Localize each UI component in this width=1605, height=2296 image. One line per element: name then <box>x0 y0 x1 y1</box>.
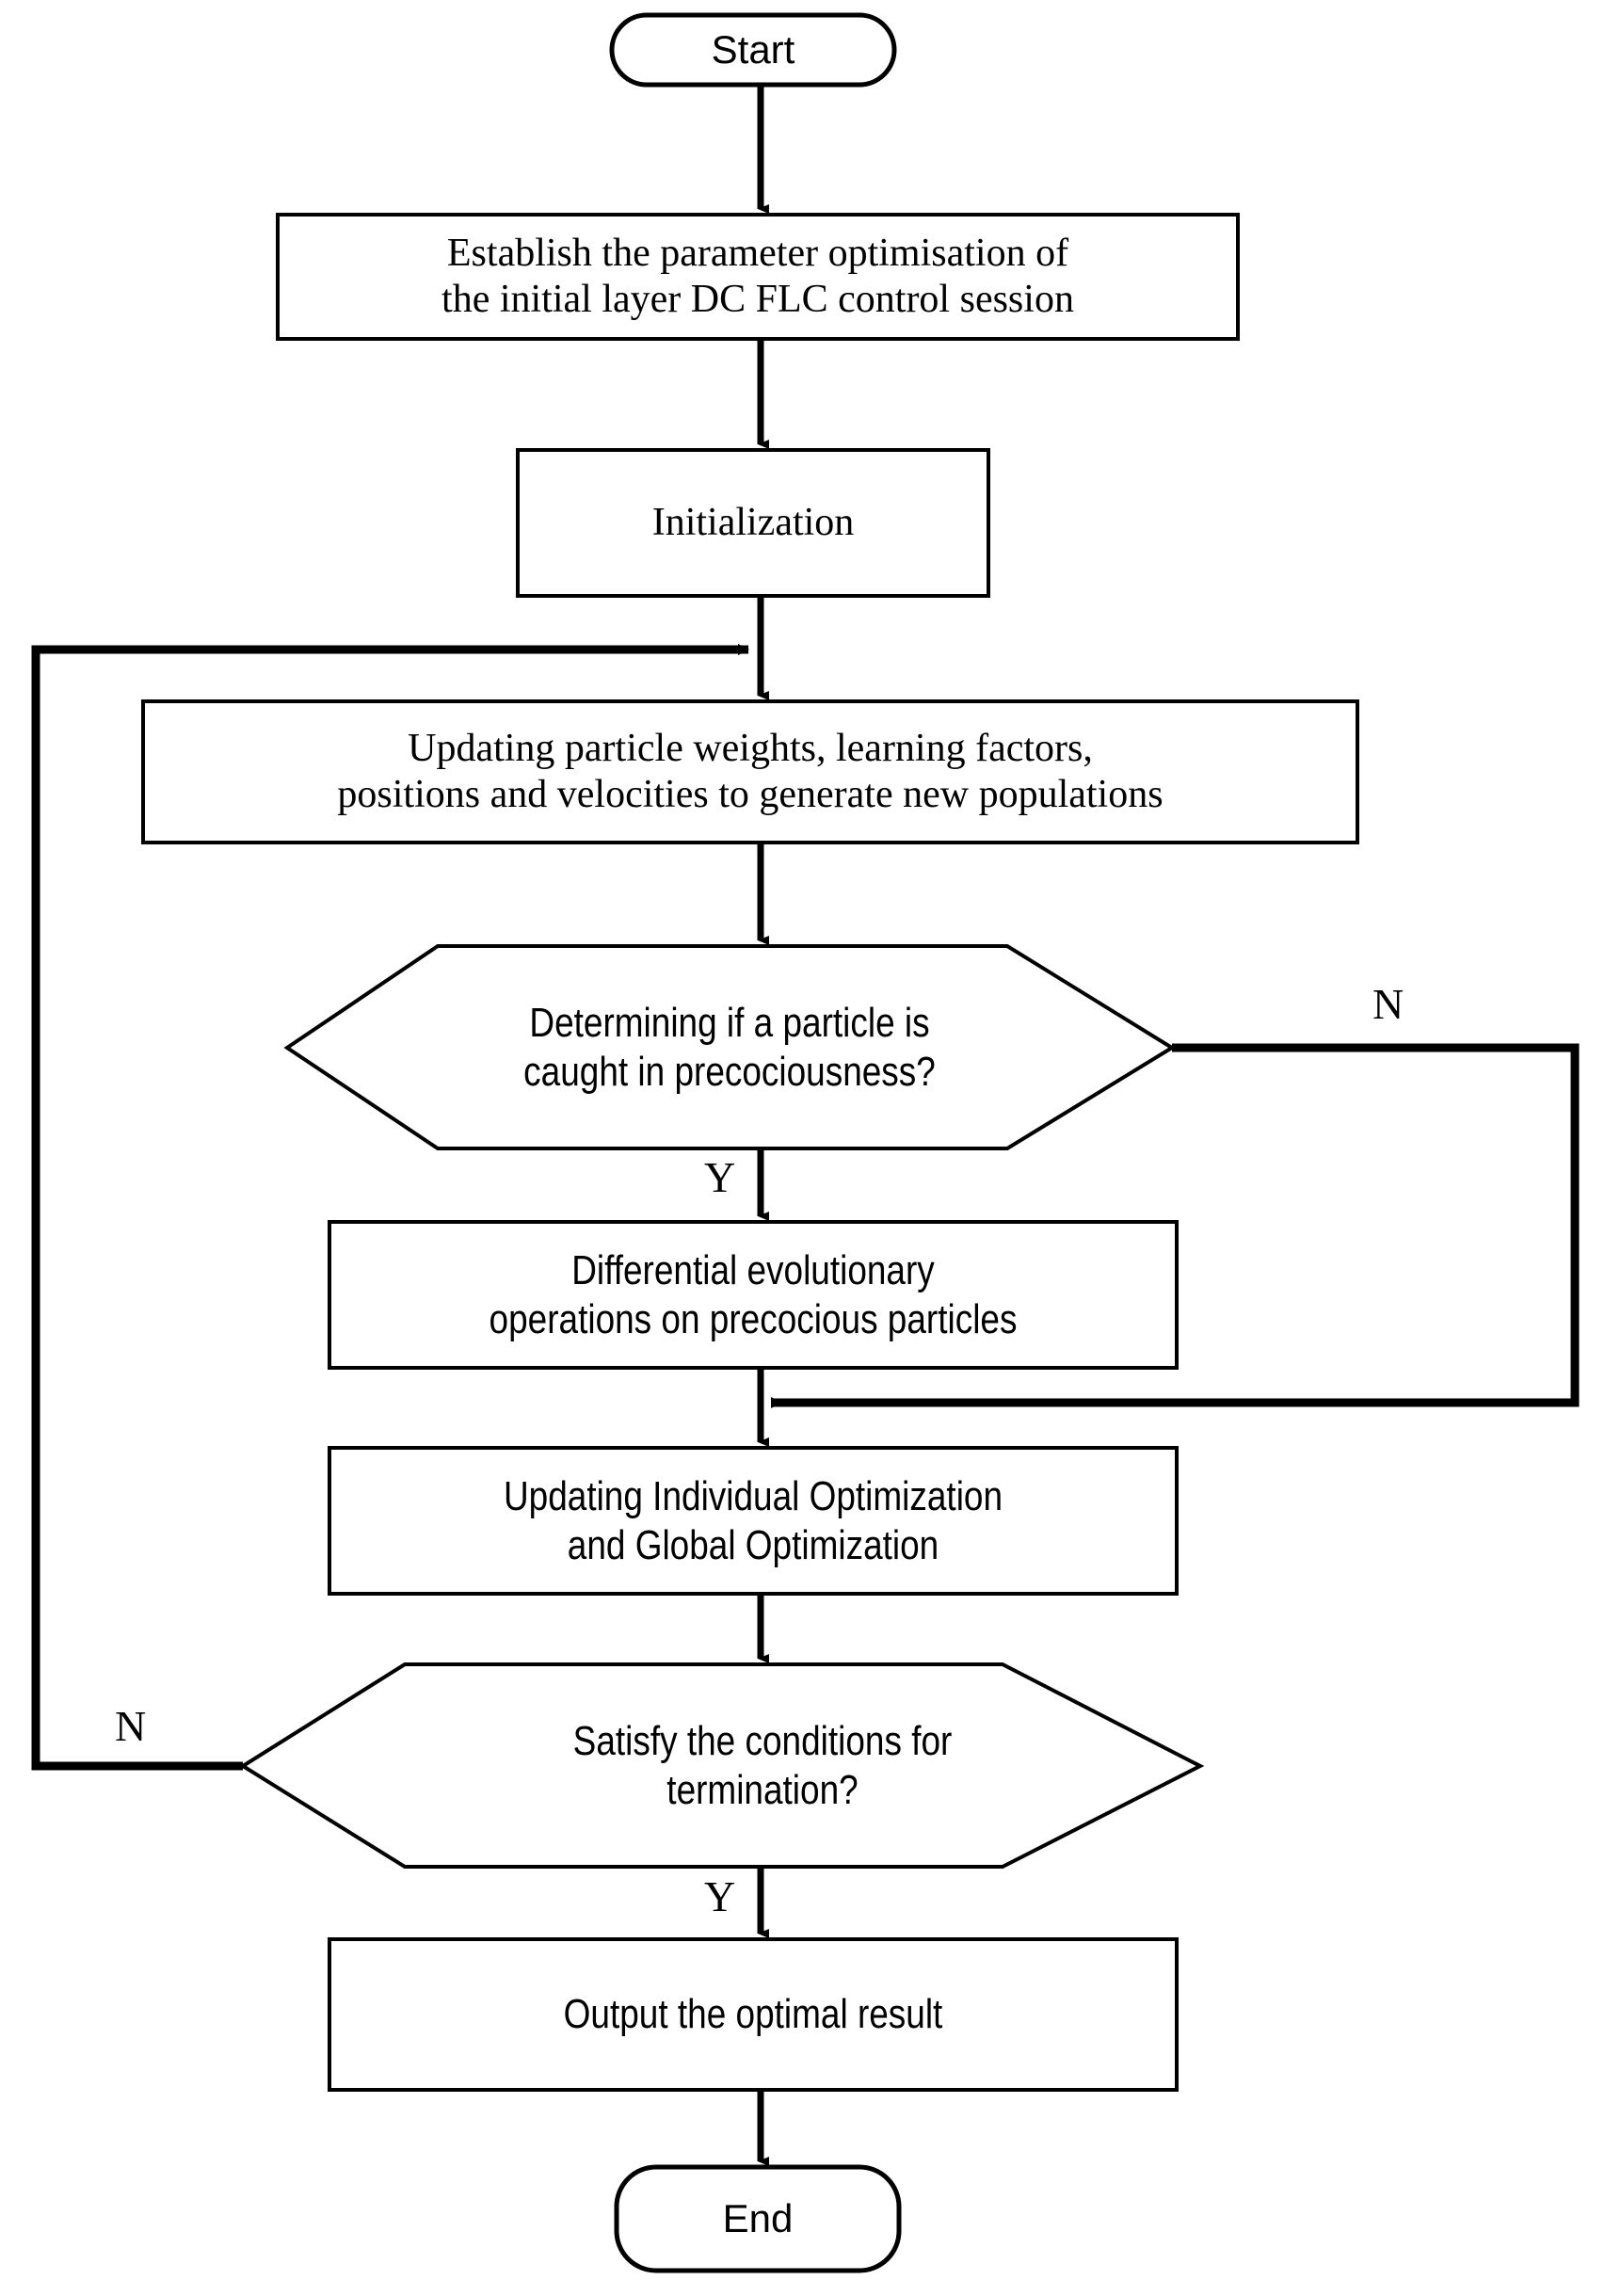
node-end-shape <box>614 2164 902 2273</box>
node-decision-precocious-shape <box>283 944 1176 1150</box>
node-start-shape <box>609 12 897 88</box>
edge-termination-no-feedback <box>31 644 749 1771</box>
node-output-shape <box>328 1937 1179 2092</box>
node-establish-shape <box>276 213 1240 341</box>
node-updating-particles-shape <box>141 699 1359 844</box>
node-updating-optimization-shape <box>328 1446 1179 1596</box>
node-differential-shape <box>328 1220 1179 1370</box>
node-decision-termination-shape <box>239 1662 1205 1869</box>
node-initialization-shape <box>516 448 990 598</box>
edge-precocious-no-bypass <box>771 1043 1580 1408</box>
